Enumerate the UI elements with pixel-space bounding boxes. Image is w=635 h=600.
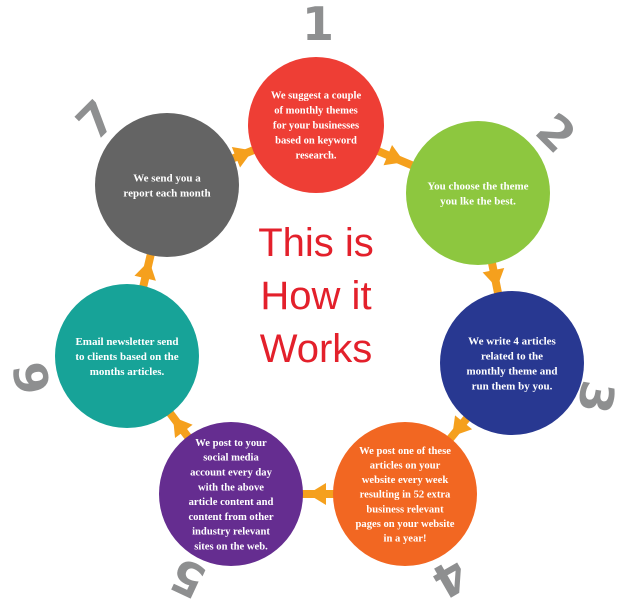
step-description-line: you lke the best. [440,195,516,207]
step-description-line: related to the [481,350,543,362]
step-description-line: business relevant [366,504,444,515]
step-description-line: Email newsletter send [75,336,178,348]
step-description-line: We post to your [195,438,267,449]
step-description-line: social media [203,453,259,464]
step-description-line: We post one of these [359,446,451,457]
step-description-line: monthly theme and [466,365,557,377]
step-description: We post one of these articles on your webs… [356,446,455,545]
step-circle [248,57,384,193]
diagram-title-line: How it [260,274,371,318]
step-description-line: based on keyword [275,136,357,147]
connector-arrow [299,483,337,505]
arrowhead [231,147,253,168]
step-description-line: website every week [362,475,449,486]
step-circle [95,113,239,257]
step-description: We send you a report each month [123,172,210,199]
step-number: 6 [3,358,62,399]
step-description-line: We write 4 articles [468,335,556,347]
arrowhead [308,483,326,505]
connector-arrows [134,144,505,505]
step-circles: We suggest a couple of monthly themes for … [55,57,584,566]
step-description-line: We send you a [133,172,201,184]
step-description-line: with the above [198,482,264,493]
arrowhead [452,415,473,437]
step-description-line: run them by you. [472,380,553,392]
step-3: We write 4 articles related to the monthly… [440,291,584,435]
step-circle [55,284,199,428]
step-description: We write 4 articles related to the monthly… [466,335,557,392]
arrowhead [134,260,156,281]
step-description-line: We suggest a couple [271,91,362,102]
step-description: We post to your social media account every… [188,438,273,553]
step-description-line: months articles. [90,366,165,378]
arrowhead [172,417,193,439]
step-description-line: in a year! [384,534,427,545]
step-number: 1 [302,0,334,51]
step-description-line: pages on your website [356,519,455,530]
step-description-line: account every day [190,468,272,479]
step-description-line: resulting in 52 extra [360,490,451,501]
step-5: We post to your social media account every… [159,422,303,566]
step-description-line: research. [295,151,336,162]
diagram-title: This is How it Works [258,221,374,371]
step-description-line: industry relevant [192,527,270,538]
step-4: We post one of these articles on your webs… [333,422,477,566]
diagram-title-line: Works [260,327,373,371]
step-circle [440,291,584,435]
connector-arrow [164,407,194,443]
step-description-line: of monthly themes [274,106,358,117]
step-7: We send you a report each month [95,113,239,257]
step-description-line: content from other [188,512,273,523]
step-description-line: report each month [123,187,210,199]
connector-arrow [444,413,473,444]
connector-arrow [482,258,505,298]
step-2: You choose the theme you lke the best. [406,121,550,265]
step-6: Email newsletter send to clients based on… [55,284,199,428]
step-description-line: for your businesses [273,121,359,132]
step-circle [406,121,550,265]
step-description: Email newsletter send to clients based on… [75,336,178,378]
step-description-line: sites on the web. [194,542,268,553]
connector-arrow [134,250,156,291]
step-description-line: You choose the theme [427,180,528,192]
step-1: We suggest a couple of monthly themes for … [248,57,384,193]
arrowhead [383,144,405,166]
step-description-line: articles on your [370,461,441,472]
step-circle [333,422,477,566]
arrowhead [482,267,505,288]
connector-arrow [373,144,417,171]
step-description-line: article content and [189,497,274,508]
step-description: We suggest a couple of monthly themes for … [271,91,362,162]
connector-arrow [228,145,259,168]
step-circle [159,422,303,566]
step-description-line: to clients based on the [75,351,178,363]
step-description: You choose the theme you lke the best. [427,180,528,207]
diagram-title-line: This is [258,221,374,265]
